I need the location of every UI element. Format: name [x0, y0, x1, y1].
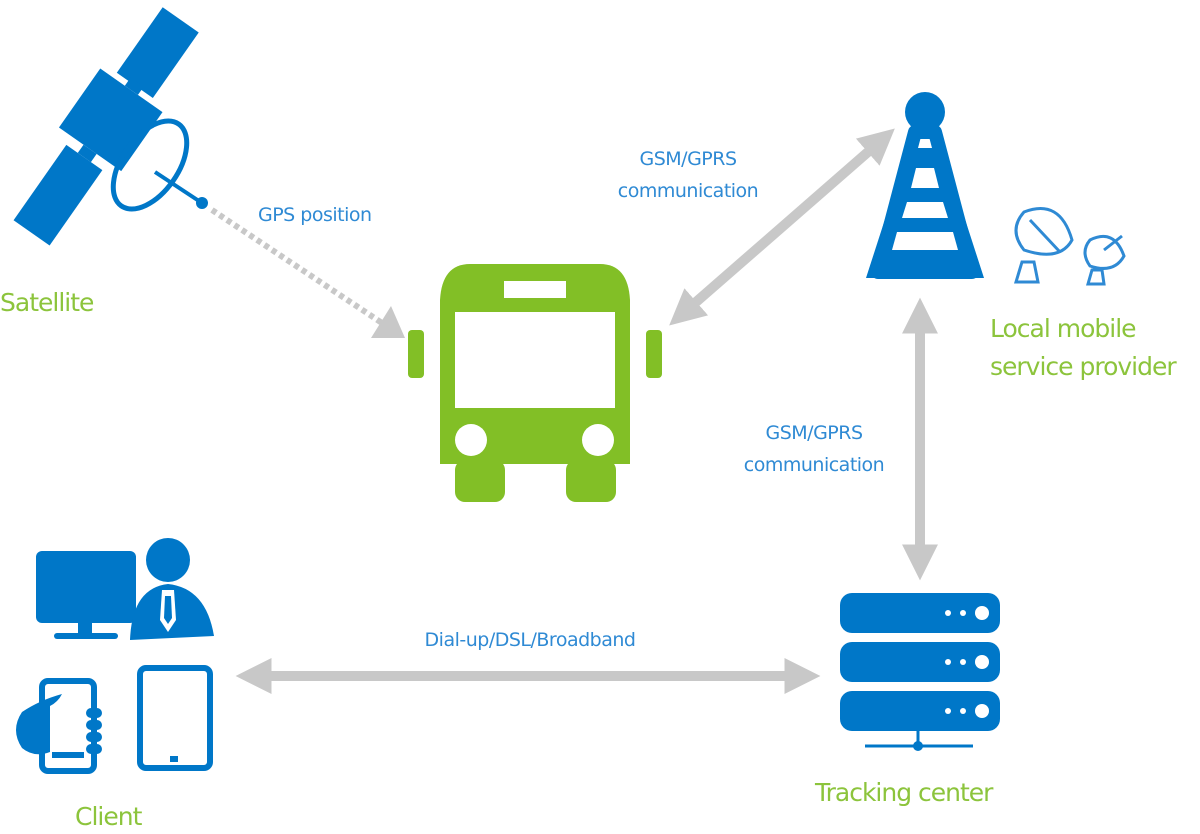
bus-icon[interactable]	[408, 264, 662, 502]
satellite-label: Satellite	[0, 288, 94, 317]
dashed-arrow-line	[210, 207, 387, 328]
double-arrow-line	[669, 128, 895, 326]
tablet-icon[interactable]	[137, 665, 213, 771]
bus-mirror-left	[408, 330, 424, 378]
bus-sign	[504, 281, 566, 298]
provider-label-line1: Local mobile	[990, 314, 1137, 343]
bus-provider-label-line2: communication	[617, 180, 759, 202]
satellite-icon[interactable]	[0, 0, 211, 255]
arrow-head	[371, 306, 405, 338]
server-rack-icon[interactable]	[840, 593, 1000, 751]
edge-bus-provider	[669, 128, 895, 326]
satellite-dish-icon	[1013, 207, 1074, 284]
bus-provider-label-line1: GSM/GPRS	[639, 148, 737, 170]
bus-headlight	[455, 424, 487, 456]
bus-windshield	[455, 312, 615, 408]
client-tracking-label: Dial-up/DSL/Broadband	[424, 629, 636, 651]
smartphone-hand-icon[interactable]	[16, 678, 102, 774]
client-label: Client	[75, 802, 142, 831]
bus-mirror-right	[646, 330, 662, 378]
gps-position-label: GPS position	[258, 204, 372, 226]
provider-tracking-label-line1: GSM/GPRS	[765, 422, 863, 444]
provider-label-line2: service provider	[990, 352, 1177, 381]
bus-headlight	[582, 424, 614, 456]
satellite-dish-icon	[1083, 234, 1126, 286]
edge-gps-position	[210, 207, 405, 338]
desktop-user-icon[interactable]	[36, 538, 214, 640]
tracking-center-label: Tracking center	[815, 778, 993, 807]
provider-tracking-label-line2: communication	[743, 454, 885, 476]
cell-tower-icon[interactable]	[866, 92, 984, 279]
